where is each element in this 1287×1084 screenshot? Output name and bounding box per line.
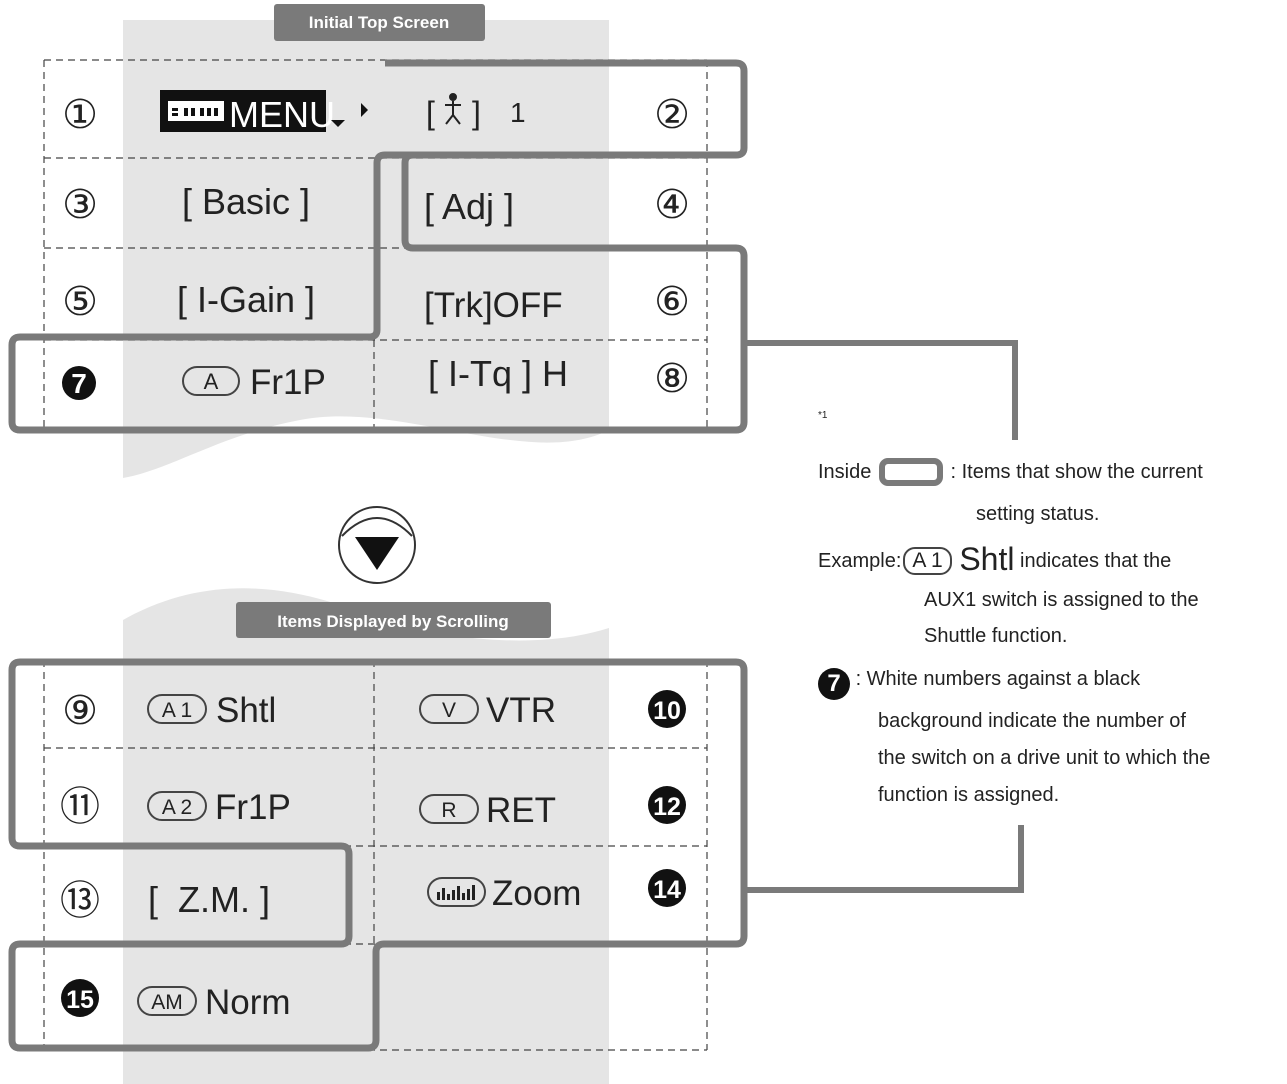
- adj-item[interactable]: [ Adj ]: [424, 186, 514, 227]
- legend-footnote: *1: [818, 410, 828, 421]
- fr1p-a2-item[interactable]: A 2 Fr1P: [147, 788, 291, 827]
- cell-5-number: ⑤: [62, 279, 98, 325]
- scroll-panel-background: [123, 588, 609, 1084]
- svg-text:R: R: [441, 799, 456, 822]
- cell-11-number: ⑪: [60, 784, 100, 830]
- svg-text:VTR: VTR: [486, 691, 556, 730]
- zoom-item[interactable]: Zoom: [427, 874, 581, 913]
- legend-example-desc-2: AUX1 switch is assigned to the: [924, 589, 1199, 611]
- basic-item[interactable]: [ Basic ]: [182, 181, 310, 222]
- legend-black-desc-4: function is assigned.: [878, 784, 1060, 806]
- cell-10-number: 10: [653, 697, 681, 725]
- top-title-badge: [274, 4, 485, 41]
- legend-example-desc-1: indicates that the: [1020, 550, 1172, 572]
- scroll-title: Items Displayed by Scrolling: [277, 612, 508, 631]
- cell-2-number: ②: [654, 92, 690, 138]
- legend-black-desc-2: background indicate the number of: [878, 710, 1186, 732]
- top-title: Initial Top Screen: [309, 13, 449, 32]
- v-chip: [419, 694, 479, 724]
- i-gain-item[interactable]: [ I-Gain ]: [177, 279, 315, 320]
- legend-black-row: 7 : White numbers against a black: [818, 667, 1140, 700]
- cell-2-figure: [ ] 1: [426, 93, 526, 131]
- zm-item[interactable]: [ Z.M. ]: [148, 879, 270, 920]
- cell-1-number: ①: [62, 92, 98, 138]
- right-arrow-icon: [361, 103, 368, 117]
- legend-inside-label: Inside: [818, 461, 872, 483]
- legend-inside-row: Inside : Items that show the current: [818, 458, 1203, 486]
- cell-7-number: 7: [71, 368, 87, 399]
- cell-15-number: 15: [66, 986, 94, 1014]
- legend-example-row: Example:A 1 Shtl indicates that the: [818, 540, 1171, 578]
- figure-icon: [445, 93, 461, 125]
- svg-text:V: V: [442, 699, 456, 722]
- legend-black-desc-1: : White numbers against a black: [855, 668, 1141, 690]
- vtr-item[interactable]: V VTR: [419, 691, 556, 730]
- svg-text:A: A: [204, 369, 219, 394]
- cell-8-number: ⑧: [654, 356, 690, 402]
- cell-12-number: 12: [653, 793, 681, 821]
- legend-inside-desc-1: : Items that show the current: [950, 461, 1203, 483]
- svg-text:Norm: Norm: [205, 983, 291, 1022]
- a-chip: [182, 366, 240, 396]
- cell-10-black-number-bg: [648, 690, 686, 728]
- r-chip: [419, 794, 479, 824]
- cell-6-number: ⑥: [654, 279, 690, 325]
- i-tq-item[interactable]: [ I-Tq ] H: [428, 353, 568, 394]
- shtl-item[interactable]: A 1 Shtl: [147, 691, 276, 730]
- top-status-frames: [8, 59, 748, 434]
- norm-item[interactable]: AM Norm: [137, 983, 291, 1022]
- cell-13-number: ⑬: [60, 878, 100, 924]
- zoom-meter-icon: [437, 885, 475, 900]
- svg-text:A 1: A 1: [162, 699, 192, 722]
- cell-14-black-number-bg: [648, 869, 686, 907]
- cell-4-number: ④: [654, 182, 690, 228]
- a1-chip: [147, 694, 207, 724]
- am-chip: [137, 986, 197, 1016]
- cell-14-number: 14: [653, 876, 681, 904]
- legend-example-big: Shtl: [959, 541, 1015, 577]
- cell-15-black-number-bg: [61, 979, 99, 1017]
- frame-sample-icon: [878, 458, 943, 486]
- svg-text:[: [: [426, 95, 435, 131]
- menu-label: MENU: [229, 94, 335, 135]
- down-arrow-icon: [331, 120, 345, 127]
- legend-inside-desc-2: setting status.: [976, 503, 1100, 525]
- svg-text:1: 1: [510, 97, 526, 128]
- svg-text:RET: RET: [486, 791, 556, 830]
- cell-7-black-number-bg: [62, 366, 96, 400]
- top-panel-background: [123, 20, 609, 478]
- ret-item[interactable]: R RET: [419, 791, 556, 830]
- menu-button[interactable]: MENU: [160, 90, 368, 135]
- scroll-down-icon[interactable]: [338, 506, 416, 584]
- legend-example-desc-3: Shuttle function.: [924, 625, 1068, 647]
- svg-text:Fr1P: Fr1P: [215, 788, 291, 827]
- legend-example-label: Example:: [818, 550, 902, 572]
- trk-item[interactable]: [Trk]OFF: [424, 286, 563, 325]
- scroll-title-badge: [236, 602, 551, 638]
- fr1p-item[interactable]: A Fr1P: [182, 363, 326, 402]
- cell-12-black-number-bg: [648, 786, 686, 824]
- svg-text:Zoom: Zoom: [492, 874, 581, 913]
- svg-text:Shtl: Shtl: [216, 691, 276, 730]
- svg-text:AM: AM: [151, 991, 183, 1014]
- legend-connectors: [744, 340, 1024, 893]
- scroll-status-frames: [8, 658, 748, 1052]
- legend-example-chip: A 1: [903, 547, 952, 575]
- cell-3-number: ③: [62, 182, 98, 228]
- svg-text:Fr1P: Fr1P: [250, 363, 326, 402]
- legend-black-desc-3: the switch on a drive unit to which the: [878, 747, 1211, 769]
- svg-text:]: ]: [472, 95, 481, 131]
- legend-black-number: 7: [818, 668, 850, 700]
- cell-9-number: ⑨: [62, 688, 98, 734]
- svg-text:A 2: A 2: [162, 796, 192, 819]
- a2-chip: [147, 791, 207, 821]
